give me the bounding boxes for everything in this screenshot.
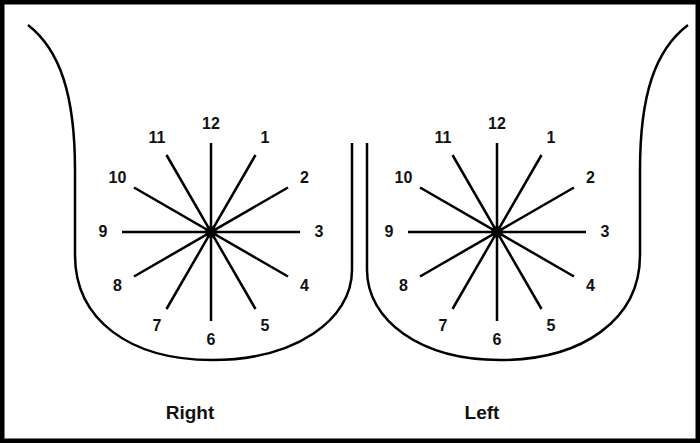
left-breast-outline <box>367 25 688 360</box>
clock-number: 4 <box>300 278 309 294</box>
left-clock-spokes <box>408 143 586 321</box>
right-clock-spokes <box>122 143 300 321</box>
clock-number: 2 <box>586 170 595 186</box>
side-label: Left <box>465 403 500 422</box>
clock-number: 7 <box>439 318 448 334</box>
clock-number: 8 <box>113 278 122 294</box>
clock-number: 10 <box>395 170 413 186</box>
clock-number: 11 <box>435 130 452 146</box>
clock-number: 5 <box>547 318 556 334</box>
clock-number: 7 <box>153 318 162 334</box>
clock-number: 3 <box>315 224 324 240</box>
clock-number: 1 <box>547 130 556 146</box>
clock-number: 3 <box>601 224 610 240</box>
clock-number: 12 <box>488 116 506 132</box>
right-breast-outline <box>28 25 352 360</box>
clock-number: 6 <box>493 332 502 348</box>
clock-number: 8 <box>399 278 408 294</box>
clock-number: 4 <box>586 278 595 294</box>
clock-number: 9 <box>385 224 394 240</box>
clock-number: 2 <box>300 170 309 186</box>
clock-number: 12 <box>202 116 220 132</box>
clock-number: 11 <box>149 130 166 146</box>
clock-number: 5 <box>261 318 270 334</box>
clock-number: 1 <box>261 130 270 146</box>
clock-number: 10 <box>109 170 127 186</box>
side-label: Right <box>166 403 215 422</box>
clock-number: 9 <box>99 224 108 240</box>
clock-number: 6 <box>207 332 216 348</box>
